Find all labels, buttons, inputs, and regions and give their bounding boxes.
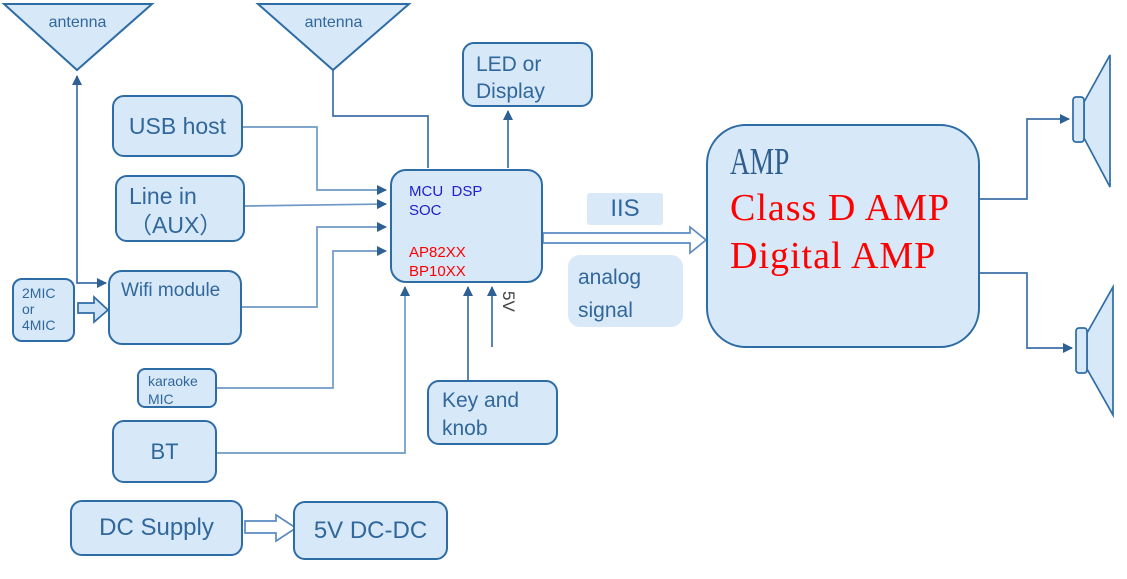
key-knob-label-2: knob xyxy=(442,417,488,440)
wifi-module-label: Wifi module xyxy=(121,280,221,301)
antenna2-shape xyxy=(255,3,412,72)
karaoke-mic-label-1: karaoke xyxy=(148,373,198,389)
line-in-box: Line in （AUX） xyxy=(115,175,245,242)
antenna2-to-mcu-connector xyxy=(332,70,429,168)
linein-to-mcu-connector xyxy=(244,199,387,210)
dc-to-dcdc-block-arrow xyxy=(244,513,298,543)
amp-to-speaker2-connector xyxy=(980,272,1073,353)
bt-to-mcu-connector xyxy=(217,286,410,454)
speaker2-horn xyxy=(1086,283,1114,419)
key-knob-box: Key and knob xyxy=(427,380,558,445)
line-in-label-2: （AUX） xyxy=(129,212,223,238)
bt-box: BT xyxy=(112,420,217,483)
karaoke-mic-box: karaoke MIC xyxy=(137,368,217,408)
karaoke-mic-label-2: MIC xyxy=(148,391,174,407)
analog-signal-label-1: analog xyxy=(578,266,642,289)
dc-supply-box: DC Supply xyxy=(70,500,243,556)
dc-supply-label: DC Supply xyxy=(99,514,214,541)
bt-label: BT xyxy=(150,438,179,464)
mcu-label-4: BP10XX xyxy=(409,263,466,280)
analog-signal-label-2: signal xyxy=(578,299,633,322)
antenna1-shape xyxy=(1,3,155,72)
mcu-soc-box: MCU DSP SOC AP82XX BP10XX xyxy=(390,169,543,283)
mcu-label-3: AP82XX xyxy=(409,244,466,261)
amp-title: AMP xyxy=(730,141,790,183)
wifi-to-mcu-connector xyxy=(242,222,387,308)
speaker1-horn xyxy=(1083,54,1111,188)
line-in-label-1: Line in xyxy=(129,183,197,209)
antenna2-label: antenna xyxy=(304,14,363,31)
mic-label-1: 2MIC xyxy=(22,285,56,301)
mic-box: 2MIC or 4MIC xyxy=(12,278,75,342)
mic-to-wifi-block-arrow xyxy=(77,295,110,324)
iis-label: IIS xyxy=(610,195,640,222)
mcu-to-amp-block-arrow xyxy=(542,225,708,255)
wifi-to-antenna1-connector xyxy=(72,75,107,288)
led-display-label-2: Display xyxy=(476,80,545,103)
karaoke-to-mcu-connector xyxy=(217,246,387,389)
led-display-label-1: LED or xyxy=(476,53,542,76)
amp-box: AMP Class D AMP Digital AMP xyxy=(706,124,980,348)
speaker1-driver xyxy=(1072,96,1085,143)
usb-host-box: USB host xyxy=(112,95,243,157)
led-display-box: LED or Display xyxy=(462,42,593,107)
mcu-label-1: MCU DSP xyxy=(409,183,483,200)
analog-signal-badge: analog signal xyxy=(568,255,683,327)
wifi-module-box: Wifi module xyxy=(108,270,242,345)
usb-to-mcu-connector xyxy=(243,126,387,195)
antenna1-label: antenna xyxy=(48,14,107,31)
5v-label: 5V xyxy=(499,291,518,312)
key-knob-label-1: Key and xyxy=(442,389,520,412)
mic-label-3: 4MIC xyxy=(22,317,56,333)
mic-label-2: or xyxy=(22,301,35,317)
speaker2-driver xyxy=(1075,327,1088,374)
amp-label-1: Class D AMP xyxy=(730,187,951,229)
mcu-label-2: SOC xyxy=(409,202,442,219)
amp-label-2: Digital AMP xyxy=(730,235,937,277)
usb-host-label: USB host xyxy=(128,112,227,139)
dcdc-box: 5V DC-DC xyxy=(293,501,448,560)
amp-to-speaker1-connector xyxy=(980,114,1070,200)
iis-badge: IIS xyxy=(587,193,663,225)
dcdc-label: 5V DC-DC xyxy=(313,516,428,544)
